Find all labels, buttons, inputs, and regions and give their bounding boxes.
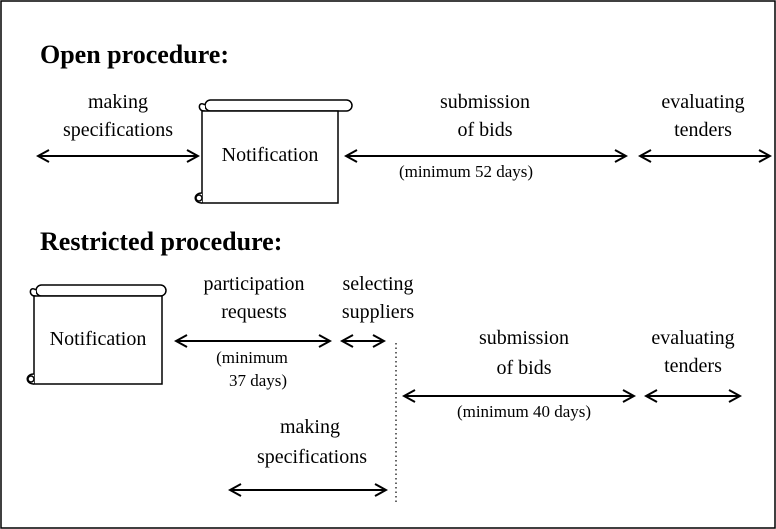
open-minimum-days-label: (minimum 52 days) xyxy=(399,162,533,181)
participation-days-label: 37 days) xyxy=(229,371,287,390)
participation-minimum-label: (minimum xyxy=(216,348,288,367)
restricted-submission-label: submission xyxy=(479,327,569,349)
restricted-of-bids-label: of bids xyxy=(497,357,552,379)
suppliers-label: suppliers xyxy=(342,301,414,323)
open-making-label: making xyxy=(88,91,148,113)
open-tenders-label: tenders xyxy=(674,119,732,141)
open-specifications-label: specifications xyxy=(63,119,173,141)
restricted-evaluating-label: evaluating xyxy=(651,327,734,349)
open-evaluating-label: evaluating xyxy=(661,91,744,113)
requests-label: requests xyxy=(221,301,287,323)
restricted-tenders-label: tenders xyxy=(664,355,722,377)
open-submission-label: submission xyxy=(440,91,530,113)
open-notification-label: Notification xyxy=(222,144,319,166)
selecting-label: selecting xyxy=(342,273,413,295)
restricted-notification-scroll: Notification xyxy=(26,284,167,385)
participation-label: participation xyxy=(203,273,304,295)
open-of-bids-label: of bids xyxy=(458,119,513,141)
restricted-making-label: making xyxy=(280,416,340,438)
restricted-minimum-days-label: (minimum 40 days) xyxy=(457,402,591,421)
restricted-notification-label: Notification xyxy=(50,328,147,350)
restricted-procedure-heading: Restricted procedure: xyxy=(40,227,282,256)
open-procedure-heading: Open procedure: xyxy=(40,40,229,69)
restricted-specifications-label: specifications xyxy=(257,446,367,468)
open-notification-scroll: Notification xyxy=(194,99,353,204)
